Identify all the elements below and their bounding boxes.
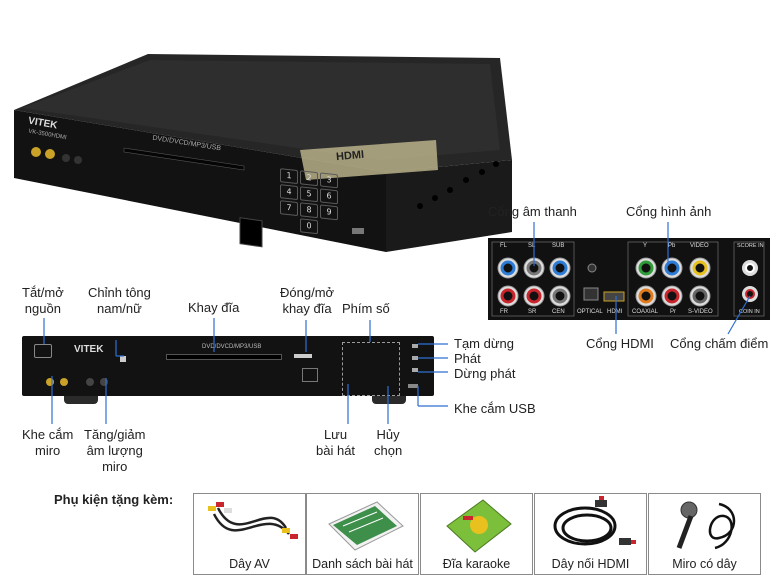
av-cable-icon [208, 502, 298, 539]
rear-label-y: Y [643, 243, 648, 249]
keypad-key[interactable]: 3 [320, 172, 338, 189]
accessory-item: Danh sách bài hát [306, 493, 419, 575]
rear-label-video: VIDEO [690, 243, 709, 249]
play-button[interactable] [412, 356, 418, 360]
rear-panel: FL SL SUB FR SR CEN OPTICAL HDMI Y Pb VI… [488, 238, 770, 320]
keypad-key[interactable]: 9 [320, 204, 338, 221]
mic-volume-callout-line2: âm lượng [86, 443, 143, 458]
keypad-key[interactable]: 6 [320, 188, 338, 205]
rear-label-svideo: S-VIDEO [688, 309, 713, 315]
mic-volume-callout: Tăng/giảm âm lượng miro [84, 427, 145, 475]
front-format-label: DVD/DVCD/MP3/USB [202, 344, 262, 350]
rear-label-sub: SUB [552, 243, 565, 249]
accessory-caption: Danh sách bài hát [312, 557, 413, 571]
keypad-key[interactable]: 8 [300, 202, 318, 219]
rear-label-cen: CEN [552, 309, 565, 315]
score-port-callout: Cổng chấm điểm [670, 336, 769, 351]
rear-label-sr: SR [528, 309, 537, 315]
stop-button[interactable] [412, 368, 418, 372]
player-perspective-view: VITEK VK-3500HDMI DVD/DVCD/MP3/USB HDMI … [0, 0, 780, 260]
rear-label-pr: Pr [670, 309, 676, 315]
front-panel: VITEK DVD/DVCD/MP3/USB [22, 336, 434, 396]
accessory-caption: Đĩa karaoke [442, 557, 511, 571]
front-numpad [342, 342, 400, 396]
pause-button[interactable] [412, 344, 418, 348]
cancel-callout: Hủy chọn [374, 427, 402, 459]
player-keypad: 1 2 3 4 5 6 7 8 9 0 [280, 168, 352, 240]
accessory-item: Dây nối HDMI [534, 493, 647, 575]
eject-button[interactable] [294, 354, 312, 358]
eject-callout-line2: khay đĩa [282, 301, 332, 316]
mic-volume-callout-line3: miro [102, 459, 128, 474]
keypad-key[interactable]: 4 [280, 184, 298, 201]
mic-callout-line1: Khe cắm [22, 427, 74, 442]
player-body-shape [14, 54, 512, 252]
song-list-icon [328, 501, 404, 551]
accessory-caption: Dây nối HDMI [551, 557, 630, 571]
cancel-callout-line1: Hủy [376, 427, 400, 442]
rear-label-optical: OPTICAL [577, 309, 603, 315]
accessories-title: Phụ kiện tặng kèm: [54, 492, 174, 507]
rear-label-fr: FR [500, 309, 508, 315]
tone-callout: Chỉnh tông nam/nữ [88, 285, 151, 317]
player-foot [372, 396, 406, 404]
keypad-key[interactable]: 7 [280, 200, 298, 217]
rear-label-pb: Pb [668, 243, 676, 249]
eject-callout-line1: Đóng/mở [280, 285, 335, 300]
wired-mic-icon [676, 501, 736, 550]
save-callout-line1: Lưu [323, 427, 348, 442]
front-brand-label: VITEK [74, 344, 104, 355]
player-hdmi-badge: HDMI [335, 148, 365, 164]
accessory-item: Dây AV [193, 493, 306, 575]
rear-label-score-in: SCORE IN [737, 243, 764, 249]
power-callout-line2: nguồn [24, 301, 61, 316]
disc-tray[interactable] [166, 354, 282, 360]
keypad-key[interactable]: 5 [300, 186, 318, 203]
pause-callout: Tạm dừng [454, 336, 515, 351]
mic-jack[interactable] [46, 378, 54, 386]
rear-panel-jacks [491, 241, 765, 317]
rear-label-coaxial: COAXIAL [632, 309, 659, 315]
rear-label-sl: SL [528, 243, 536, 249]
rear-label-fl: FL [500, 243, 508, 249]
power-callout-line1: Tắt/mở [22, 285, 64, 300]
hdmi-cable-icon [553, 496, 636, 546]
usb-port[interactable] [408, 384, 418, 388]
front-display [302, 368, 318, 382]
tray-callout: Khay đĩa [188, 300, 240, 315]
karaoke-disc-icon [446, 499, 512, 553]
audio-port-callout: Cổng âm thanh [488, 204, 577, 219]
eject-callout: Đóng/mở khay đĩa [280, 285, 334, 317]
tone-callout-line2: nam/nữ [97, 301, 142, 316]
tone-callout-line1: Chỉnh tông [88, 285, 151, 300]
save-callout-line2: bài hát [316, 443, 356, 458]
keypad-key[interactable]: 0 [300, 218, 318, 235]
cancel-callout-line2: chọn [374, 443, 403, 458]
mic-jack[interactable] [60, 378, 68, 386]
mic-volume-knob[interactable] [86, 378, 94, 386]
accessory-item: Miro có dây [648, 493, 761, 575]
mic-volume-callout-line1: Tăng/giảm [84, 427, 146, 442]
accessory-caption: Dây AV [229, 557, 270, 571]
hdmi-port-callout: Cổng HDMI [586, 336, 654, 351]
usb-callout: Khe cắm USB [454, 401, 536, 416]
rear-label-coin-in: COIN IN [739, 309, 760, 315]
mic-callout-line2: miro [35, 443, 61, 458]
mic-callout: Khe cắm miro [22, 427, 73, 459]
accessory-item: Đĩa karaoke [420, 493, 533, 575]
rear-label-hdmi: HDMI [607, 309, 623, 315]
power-callout: Tắt/mở nguồn [22, 285, 64, 317]
save-callout: Lưu bài hát [316, 427, 355, 459]
mic-volume-knob[interactable] [100, 378, 108, 386]
accessory-caption: Miro có dây [672, 557, 737, 571]
keypad-key[interactable]: 2 [300, 170, 318, 187]
player-foot [64, 396, 98, 404]
video-port-callout: Cổng hình ảnh [626, 204, 712, 219]
numpad-callout: Phím số [342, 301, 390, 316]
power-button[interactable] [34, 344, 52, 358]
stop-callout: Dừng phát [454, 366, 516, 381]
play-callout: Phát [454, 351, 481, 366]
tone-button[interactable] [120, 356, 126, 362]
keypad-key[interactable]: 1 [280, 168, 298, 185]
